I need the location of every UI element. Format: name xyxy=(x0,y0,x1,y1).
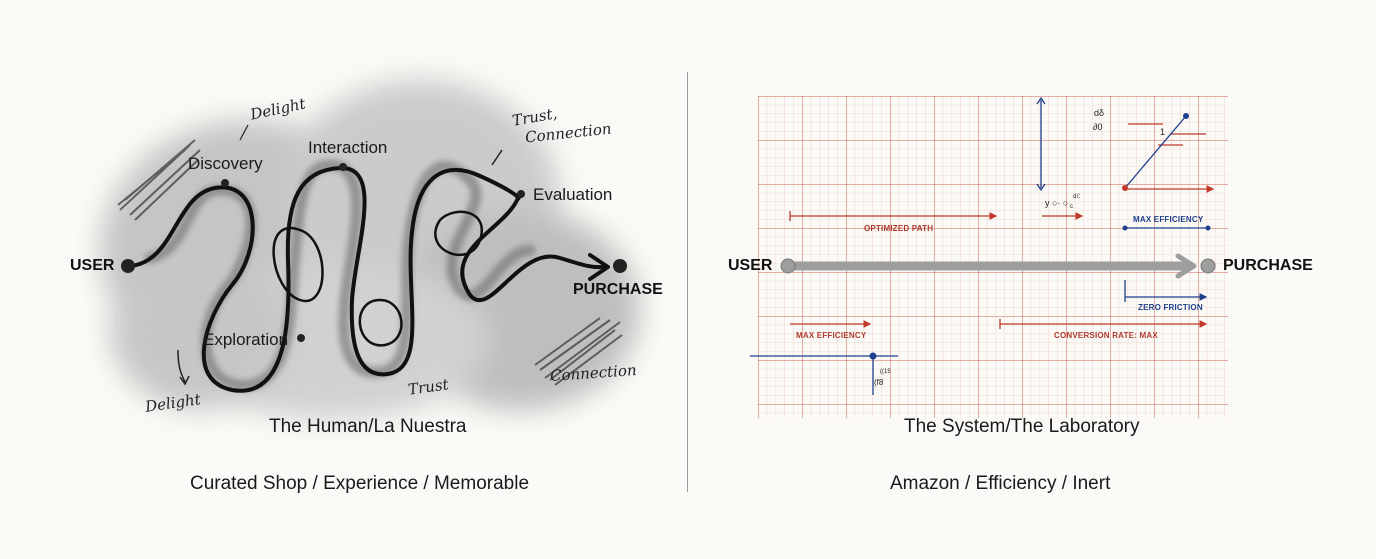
purchase-label: PURCHASE xyxy=(1223,257,1313,275)
interaction-label: Interaction xyxy=(308,138,387,158)
fraction-top: dδ xyxy=(1094,108,1104,118)
exploration-label: Exploration xyxy=(203,330,288,350)
purchase-node xyxy=(1201,259,1215,273)
interaction-node xyxy=(339,163,347,171)
purchase-label: PURCHASE xyxy=(573,281,663,299)
optimized-path-annotation: OPTIMIZED PATH xyxy=(864,224,933,233)
evaluation-node xyxy=(517,190,525,198)
evaluation-label: Evaluation xyxy=(533,185,612,205)
human-caption: Curated Shop / Experience / Memorable xyxy=(190,473,529,495)
graph-paper-major xyxy=(758,96,1228,418)
equation: y ○· ○ xyxy=(1045,198,1068,208)
math-one: 1 xyxy=(1160,127,1165,137)
zero-friction-annotation: ZERO FRICTION xyxy=(1138,303,1203,312)
purchase-node xyxy=(613,259,627,273)
user-label: USER xyxy=(728,257,772,275)
discovery-node xyxy=(221,179,229,187)
system-caption: Amazon / Efficiency / Inert xyxy=(890,473,1110,495)
user-label: USER xyxy=(70,257,114,275)
exploration-node xyxy=(297,334,305,342)
user-node xyxy=(121,259,135,273)
small-math-b: (f8 xyxy=(874,378,883,387)
user-node xyxy=(781,259,795,273)
human-subtitle: The Human/La Nuestra xyxy=(269,416,467,438)
equation-superscript: dℰ xyxy=(1073,193,1080,200)
system-panel: USER PURCHASE OPTIMIZED PATH MAX EFFICIE… xyxy=(688,0,1376,559)
discovery-label: Discovery xyxy=(188,154,263,174)
equation-subscript: c xyxy=(1070,204,1073,210)
conversion-rate-annotation: CONVERSION RATE: MAX xyxy=(1054,331,1158,340)
fraction-bottom: ∂0 xyxy=(1093,122,1102,132)
human-panel: USER PURCHASE Discovery Interaction Eval… xyxy=(0,0,688,559)
max-efficiency-top-annotation: MAX EFFICIENCY xyxy=(1133,215,1203,224)
small-math-a: ((15 xyxy=(880,369,891,375)
max-efficiency-bottom-annotation: MAX EFFICIENCY xyxy=(796,331,866,340)
system-subtitle: The System/The Laboratory xyxy=(904,416,1140,438)
